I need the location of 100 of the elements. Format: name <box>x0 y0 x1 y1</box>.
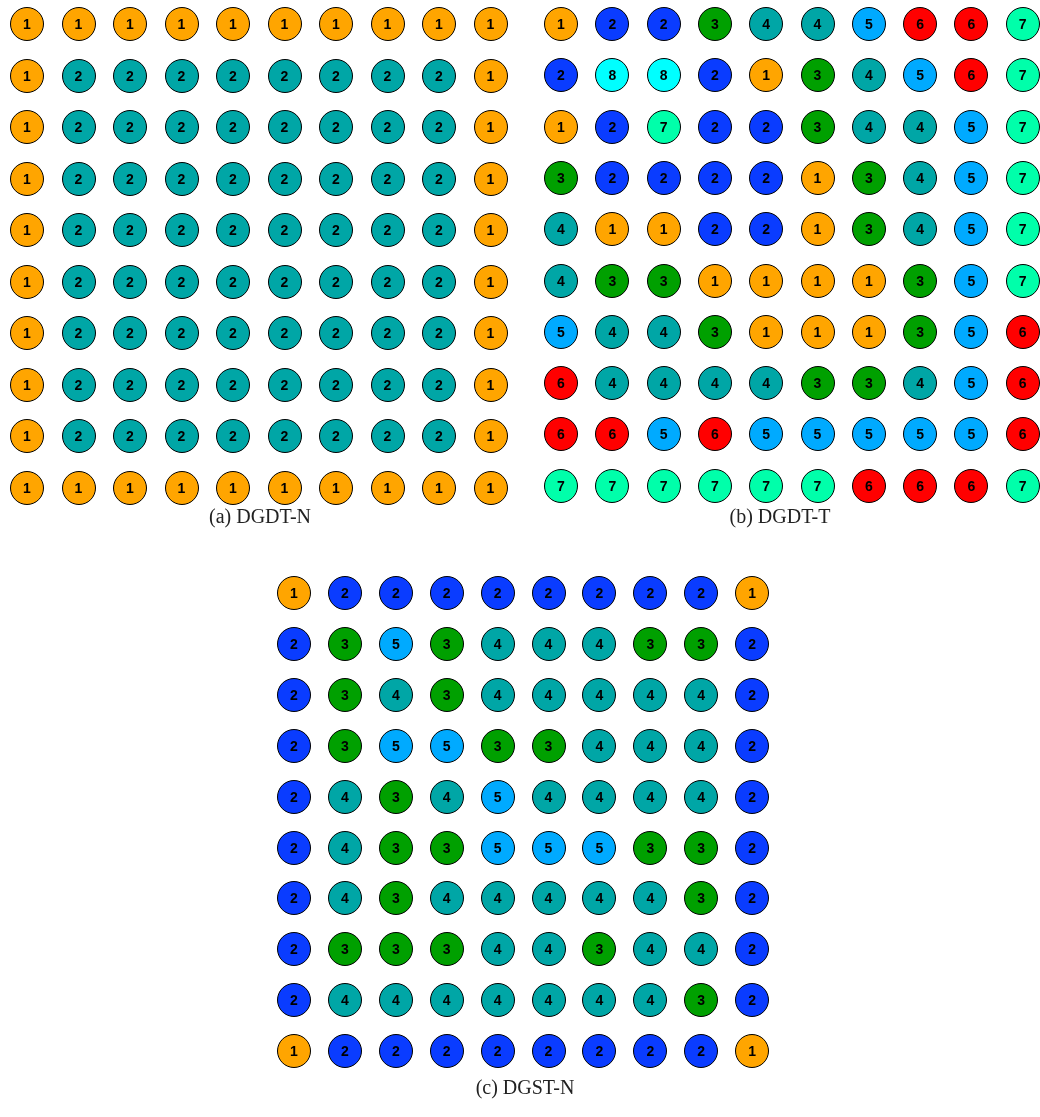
numbered-circle: 2 <box>378 1034 413 1069</box>
numbered-circle: 2 <box>113 264 147 299</box>
numbered-circle: 2 <box>697 212 732 247</box>
numbered-circle: 3 <box>697 314 732 349</box>
numbered-circle: 1 <box>473 367 508 402</box>
numbered-circle: 4 <box>633 983 668 1018</box>
numbered-circle: 6 <box>954 468 989 503</box>
numbered-circle: 4 <box>327 830 362 865</box>
numbered-circle: 2 <box>595 109 630 144</box>
numbered-circle: 5 <box>800 417 835 452</box>
numbered-circle: 2 <box>531 576 566 610</box>
numbered-circle: 2 <box>277 983 311 1018</box>
numbered-circle: 4 <box>582 881 617 916</box>
panel-caption: (b) DGDT-T <box>729 505 831 528</box>
numbered-circle: 5 <box>954 160 989 195</box>
numbered-circle: 2 <box>267 367 302 402</box>
numbered-circle: 1 <box>800 314 835 349</box>
numbered-circle: 5 <box>851 7 886 41</box>
numbered-circle: 2 <box>749 109 784 144</box>
numbered-circle: 1 <box>10 367 44 402</box>
numbered-circle: 4 <box>646 366 681 401</box>
numbered-circle: 7 <box>1005 58 1040 93</box>
numbered-circle: 1 <box>749 314 784 349</box>
numbered-circle: 2 <box>582 1034 617 1069</box>
numbered-circle: 4 <box>378 677 413 712</box>
numbered-circle: 7 <box>544 468 578 503</box>
numbered-circle: 2 <box>697 109 732 144</box>
numbered-circle: 2 <box>164 213 199 247</box>
numbered-circle: 2 <box>684 1034 719 1069</box>
numbered-circle: 2 <box>319 264 353 299</box>
numbered-circle: 6 <box>544 417 578 452</box>
numbered-circle: 3 <box>327 932 362 967</box>
numbered-circle: 2 <box>216 419 250 453</box>
numbered-circle: 8 <box>595 58 630 93</box>
numbered-circle: 5 <box>954 263 989 298</box>
numbered-circle: 2 <box>319 58 353 93</box>
numbered-circle: 2 <box>267 419 302 453</box>
numbered-circle: 4 <box>327 881 362 916</box>
numbered-circle: 5 <box>903 58 938 93</box>
numbered-circle: 6 <box>1005 314 1040 349</box>
numbered-circle: 2 <box>633 576 668 610</box>
numbered-circle: 1 <box>164 470 199 505</box>
numbered-circle: 2 <box>429 1034 464 1069</box>
numbered-circle: 4 <box>851 109 886 144</box>
numbered-circle: 7 <box>1005 160 1040 195</box>
numbered-circle: 2 <box>595 7 630 41</box>
numbered-circle: 3 <box>480 728 515 763</box>
numbered-circle: 5 <box>954 212 989 247</box>
numbered-circle: 3 <box>684 626 719 661</box>
numbered-circle: 1 <box>749 58 784 93</box>
numbered-circle: 2 <box>267 110 302 144</box>
numbered-circle: 6 <box>1005 417 1040 452</box>
numbered-circle: 2 <box>267 213 302 247</box>
numbered-circle: 2 <box>749 160 784 195</box>
numbered-circle: 2 <box>277 677 311 712</box>
numbered-circle: 1 <box>277 1034 311 1069</box>
numbered-circle: 2 <box>422 316 456 350</box>
numbered-circle: 7 <box>1005 109 1040 144</box>
numbered-circle: 1 <box>697 263 732 298</box>
numbered-circle: 2 <box>422 161 456 196</box>
numbered-circle: 6 <box>851 468 886 503</box>
numbered-circle: 4 <box>429 983 464 1018</box>
numbered-circle: 1 <box>473 470 508 505</box>
numbered-circle: 1 <box>422 7 456 41</box>
numbered-circle: 1 <box>319 470 353 505</box>
numbered-circle: 2 <box>735 779 770 814</box>
numbered-circle: 4 <box>749 7 784 41</box>
numbered-circle: 2 <box>422 58 456 93</box>
numbered-circle: 1 <box>10 7 44 41</box>
numbered-circle: 1 <box>10 264 44 299</box>
numbered-circle: 4 <box>531 626 566 661</box>
numbered-circle: 4 <box>480 881 515 916</box>
numbered-circle: 1 <box>473 110 508 144</box>
numbered-circle: 1 <box>473 161 508 196</box>
numbered-circle: 2 <box>61 213 96 247</box>
numbered-circle: 2 <box>633 1034 668 1069</box>
numbered-circle: 8 <box>646 58 681 93</box>
numbered-circle: 1 <box>216 7 250 41</box>
numbered-circle: 4 <box>646 314 681 349</box>
numbered-circle: 2 <box>216 110 250 144</box>
numbered-circle: 2 <box>267 58 302 93</box>
numbered-circle: 2 <box>735 983 770 1018</box>
numbered-circle: 2 <box>422 367 456 402</box>
numbered-circle: 2 <box>277 881 311 916</box>
numbered-circle: 2 <box>544 58 578 93</box>
numbered-circle: 2 <box>735 830 770 865</box>
numbered-circle: 2 <box>370 213 405 247</box>
numbered-circle: 3 <box>851 366 886 401</box>
numbered-circle: 5 <box>954 109 989 144</box>
numbered-circle: 1 <box>800 212 835 247</box>
numbered-circle: 1 <box>473 316 508 350</box>
numbered-circle: 3 <box>697 7 732 41</box>
numbered-circle: 3 <box>800 109 835 144</box>
numbered-circle: 3 <box>429 830 464 865</box>
numbered-circle: 4 <box>595 314 630 349</box>
numbered-circle: 7 <box>800 468 835 503</box>
numbered-circle: 4 <box>429 881 464 916</box>
numbered-circle: 4 <box>531 677 566 712</box>
numbered-circle: 1 <box>473 419 508 453</box>
numbered-circle: 4 <box>582 983 617 1018</box>
